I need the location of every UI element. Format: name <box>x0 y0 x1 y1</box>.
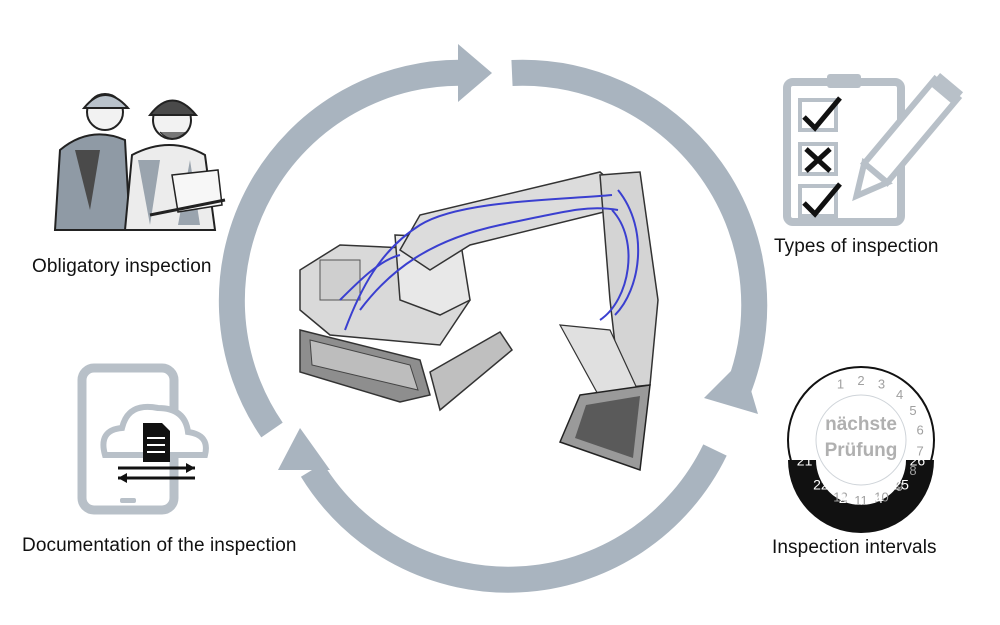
checklist-clipboard-icon <box>783 72 964 226</box>
excavator-image <box>299 171 659 472</box>
arrowhead-left <box>278 428 330 470</box>
seal-month-12: 12 <box>833 489 847 504</box>
seal-month-1: 1 <box>837 377 844 392</box>
two-inspectors-icon <box>53 93 226 231</box>
label-documentation: Documentation of the inspection <box>22 535 297 556</box>
seal-year-23: 23 <box>839 490 855 506</box>
seal-month-6: 6 <box>916 423 923 438</box>
seal-month-10: 10 <box>874 489 888 504</box>
seal-year-21: 21 <box>797 453 813 469</box>
label-inspection-intervals: Inspection intervals <box>772 537 937 558</box>
seal-year-22: 22 <box>813 477 829 493</box>
seal-month-8: 8 <box>909 463 916 478</box>
seal-line-2: Prüfung <box>825 440 898 461</box>
seal-year-24: 24 <box>868 490 884 506</box>
label-obligatory-inspection: Obligatory inspection <box>32 256 212 277</box>
seal-year-26: 26 <box>910 453 926 469</box>
seal-month-5: 5 <box>909 403 916 418</box>
seal-line-1: nächste <box>825 414 897 435</box>
seal-year-25: 25 <box>893 477 909 493</box>
tablet-cloud-document-icon <box>77 363 209 515</box>
seal-month-2: 2 <box>857 373 864 388</box>
cycle-arrowheads <box>278 44 758 470</box>
cycle-arc-bottom <box>300 444 727 593</box>
seal-dark-band <box>788 460 934 533</box>
cycle-arc-top-right <box>511 59 768 395</box>
seal-month-3: 3 <box>878 377 885 392</box>
cycle-arc-top-left <box>218 59 471 438</box>
seal-month-7: 7 <box>916 443 923 458</box>
label-types-of-inspection: Types of inspection <box>774 236 939 257</box>
arrowhead-top <box>458 44 492 102</box>
cycle-arrows <box>218 59 768 593</box>
seal-month-11: 11 <box>854 493 868 508</box>
seal-month-4: 4 <box>896 387 903 402</box>
seal-month-9: 9 <box>896 479 903 494</box>
arrowhead-right <box>704 360 758 414</box>
